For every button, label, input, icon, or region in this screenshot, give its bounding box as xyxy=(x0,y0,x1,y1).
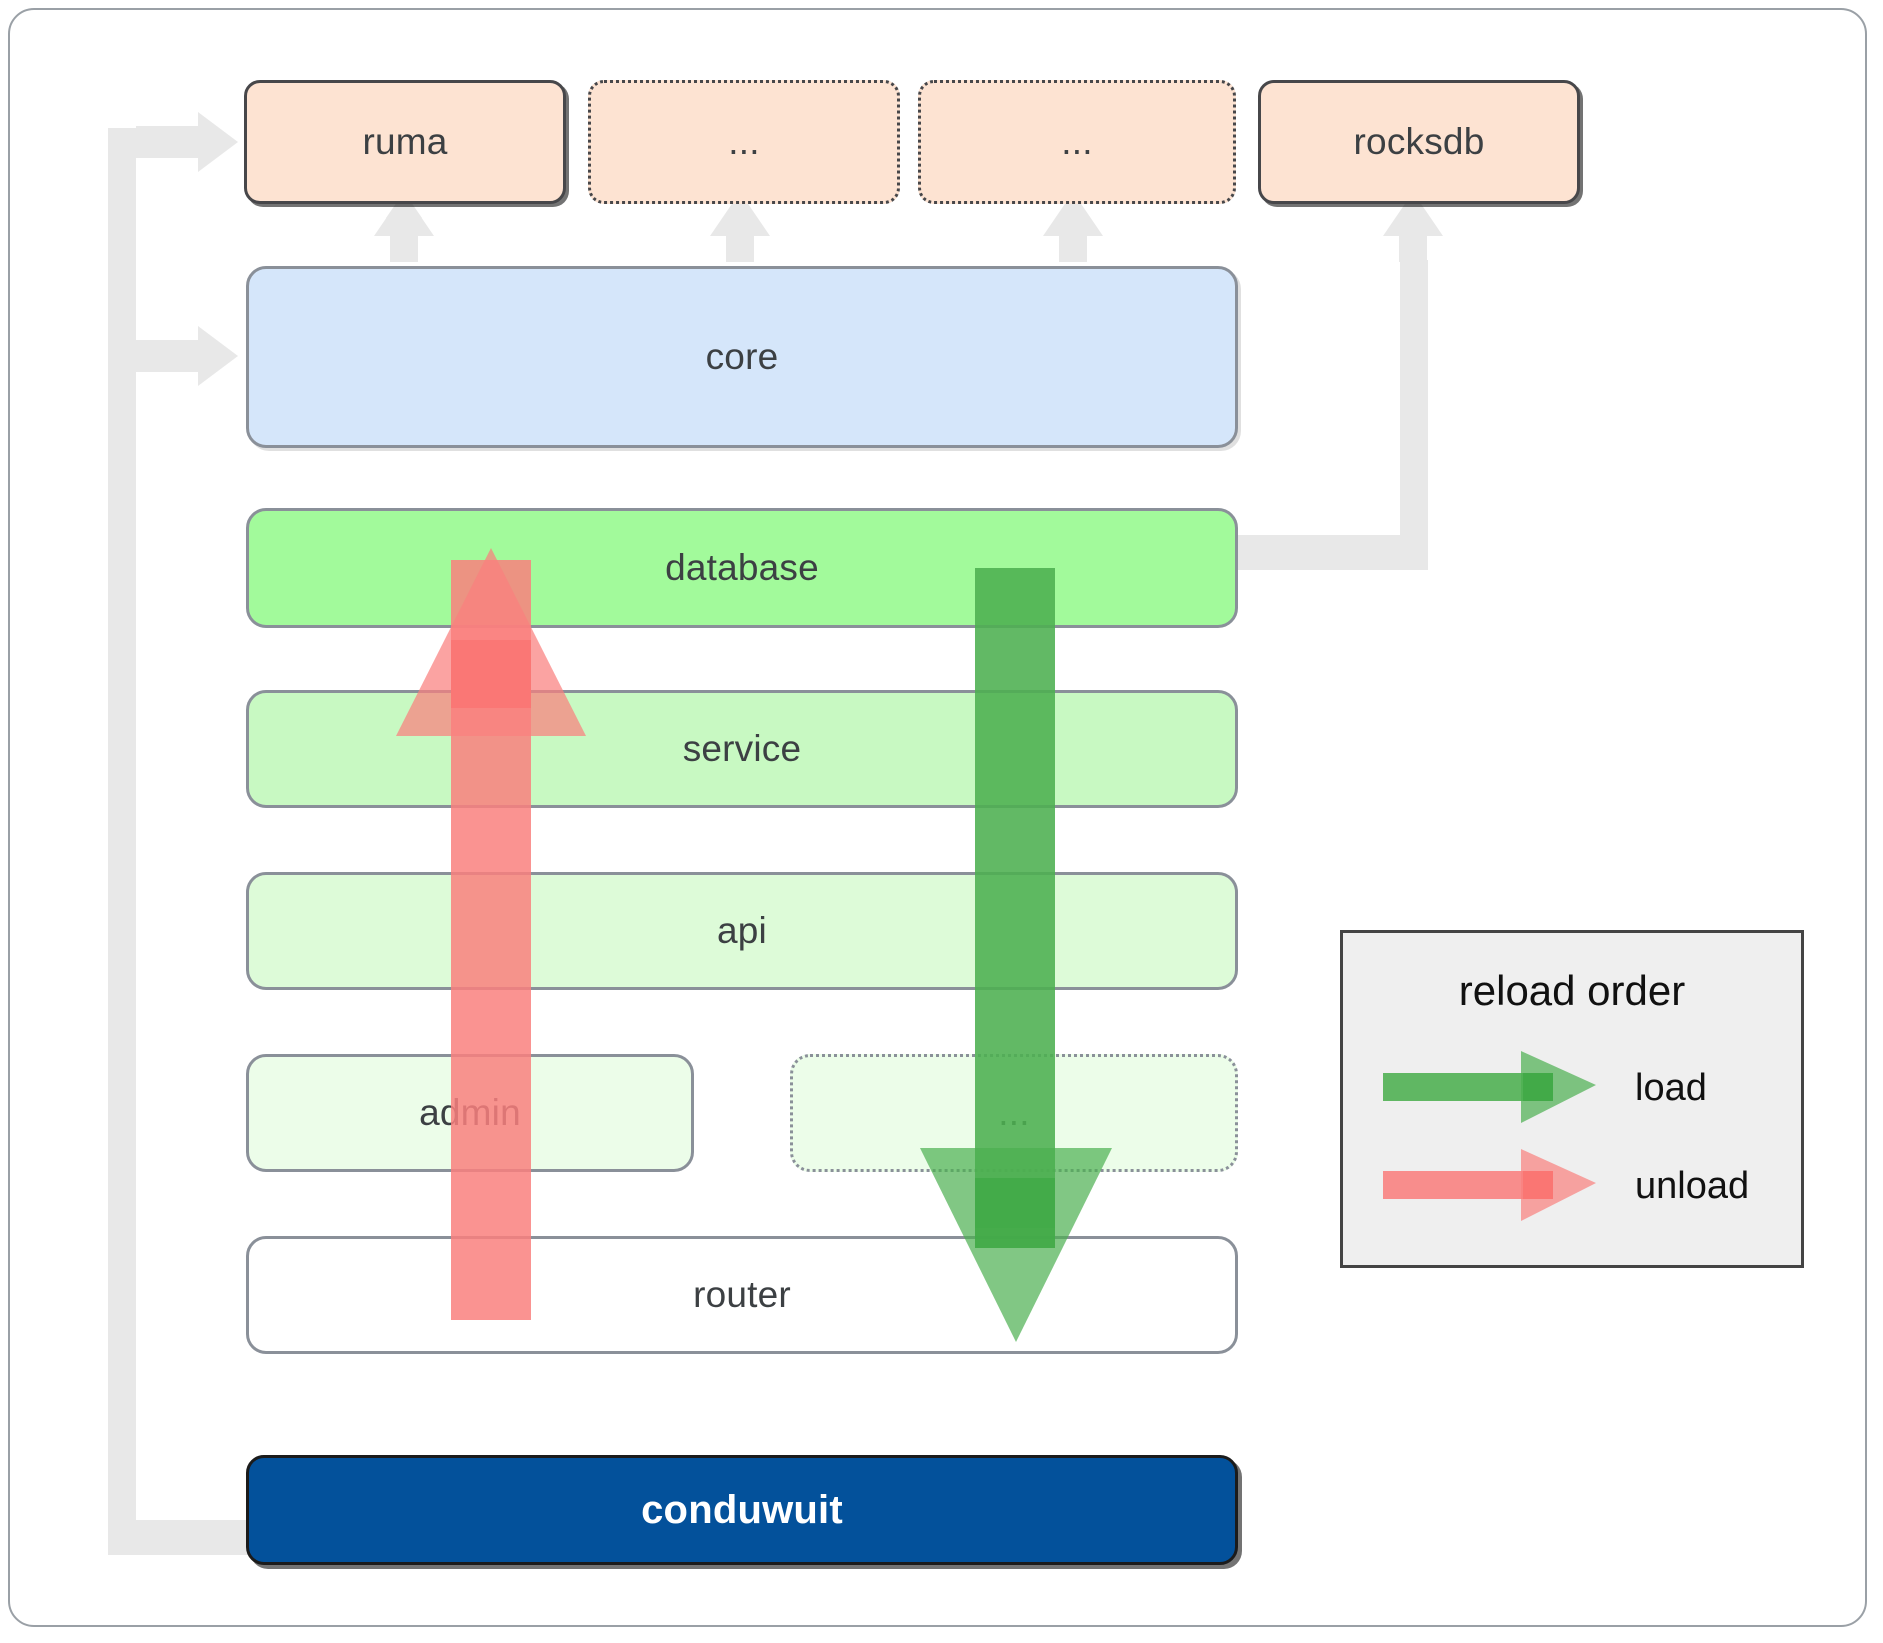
layer-box-api[interactable]: api xyxy=(246,872,1238,990)
binary-box-conduwuit[interactable]: conduwuit xyxy=(246,1455,1238,1565)
legend-unload-arrow-icon xyxy=(1383,1149,1596,1221)
legend-title: reload order xyxy=(1458,967,1686,1014)
core-box[interactable]: core xyxy=(246,266,1238,448)
dependency-box-dots2[interactable]: ... xyxy=(918,80,1236,204)
legend-label-load: load xyxy=(1635,1067,1707,1109)
diagram-frame xyxy=(8,8,1867,1627)
layer-box-service[interactable]: service xyxy=(246,690,1238,808)
legend-load-arrow-icon xyxy=(1383,1051,1596,1123)
dependency-label-dots2: ... xyxy=(1061,121,1093,162)
layer-box-database[interactable]: database xyxy=(246,508,1238,628)
dependency-box-rocksdb[interactable]: rocksdb xyxy=(1258,80,1580,204)
core-label: core xyxy=(705,336,779,377)
layer-label-dots3: ... xyxy=(998,1092,1030,1133)
dependency-label-dots1: ... xyxy=(728,121,760,162)
dependency-box-ruma[interactable]: ruma xyxy=(244,80,566,204)
layer-label-admin: admin xyxy=(419,1092,521,1133)
layer-label-service: service xyxy=(682,728,802,769)
layer-label-database: database xyxy=(665,547,819,588)
legend-panel: reload order load unload xyxy=(1340,930,1804,1268)
legend-arrow-icons xyxy=(1383,1051,1596,1221)
dependency-box-dots1[interactable]: ... xyxy=(588,80,900,204)
layer-label-api: api xyxy=(717,910,767,951)
layer-label-router: router xyxy=(693,1274,791,1315)
dependency-label-ruma: ruma xyxy=(362,121,448,162)
dependency-label-rocksdb: rocksdb xyxy=(1353,121,1485,162)
layer-box-router[interactable]: router xyxy=(246,1236,1238,1354)
legend-label-unload: unload xyxy=(1635,1165,1750,1207)
layer-box-dots3[interactable]: ... xyxy=(790,1054,1238,1172)
layer-box-admin[interactable]: admin xyxy=(246,1054,694,1172)
binary-label-conduwuit: conduwuit xyxy=(641,1487,843,1532)
